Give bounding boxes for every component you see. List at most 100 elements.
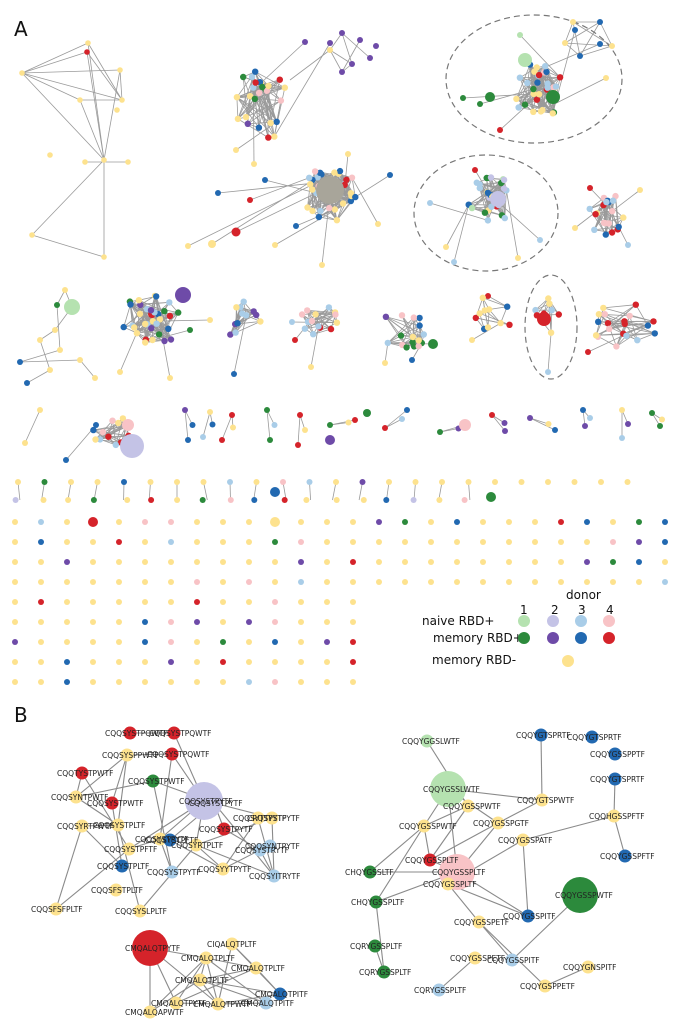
- singleton-node: [64, 619, 70, 625]
- singleton-node: [64, 599, 70, 605]
- singleton-node: [480, 539, 486, 545]
- sequence-node: [133, 904, 147, 918]
- singleton-node: [142, 579, 148, 585]
- edge: [217, 1002, 267, 1005]
- node: [90, 426, 97, 434]
- edge: [413, 317, 420, 341]
- edge: [429, 202, 489, 221]
- singleton-node: [220, 579, 226, 585]
- edge: [598, 321, 638, 341]
- edge: [75, 754, 128, 798]
- node: [504, 303, 511, 310]
- sequence-label: CQQYGSSPWTF: [399, 822, 457, 831]
- singleton-node: [298, 659, 304, 665]
- singleton-node: [90, 639, 96, 645]
- edge: [255, 71, 285, 89]
- singleton-node: [194, 579, 200, 585]
- singleton-node: [116, 679, 122, 685]
- singleton-node: [610, 539, 616, 545]
- node: [544, 84, 551, 91]
- edge: [237, 118, 269, 138]
- node: [477, 101, 483, 107]
- node: [312, 311, 319, 318]
- singleton-node: [558, 539, 564, 545]
- singleton-node: [270, 517, 280, 527]
- edge: [21, 69, 121, 74]
- node: [292, 337, 298, 343]
- singleton-node: [38, 639, 44, 645]
- edge: [479, 187, 489, 211]
- singleton-node: [324, 639, 330, 645]
- singleton-node: [272, 579, 278, 585]
- sequence-label: CQQYGSSPITF: [503, 912, 556, 921]
- edge: [117, 824, 141, 912]
- node: [124, 497, 131, 503]
- edge: [184, 409, 189, 441]
- sequence-node: [69, 790, 83, 804]
- node: [267, 437, 273, 443]
- node: [251, 497, 258, 503]
- edge: [205, 957, 219, 1005]
- sequence-label: CQQYGGSLWTF: [402, 737, 460, 746]
- sequence-label: CQQSYNTRYTF: [245, 842, 300, 851]
- singleton-node: [610, 559, 616, 565]
- node: [545, 479, 551, 485]
- node: [232, 329, 239, 336]
- legend: donor 1 2 3 4 naive RBD+ memory RBD+ mem…: [422, 588, 615, 667]
- node: [577, 53, 583, 59]
- node: [207, 409, 213, 415]
- edge: [205, 957, 267, 1004]
- edge: [223, 828, 261, 851]
- sequence-node: [75, 819, 89, 833]
- singleton-node: [38, 539, 44, 545]
- node: [47, 152, 53, 158]
- singleton-node: [272, 539, 278, 545]
- sequence-label: CQQYGSSPITF: [487, 956, 540, 965]
- node: [580, 407, 586, 413]
- node: [416, 322, 423, 329]
- node: [227, 331, 234, 338]
- singleton-node: [12, 599, 18, 605]
- node: [302, 39, 308, 45]
- node: [397, 332, 405, 339]
- node: [307, 181, 314, 188]
- node: [591, 226, 598, 233]
- sequence-node: [505, 953, 519, 967]
- edge: [111, 754, 128, 804]
- node: [382, 360, 388, 366]
- singleton-node: [584, 559, 590, 565]
- node: [572, 225, 578, 231]
- edge: [564, 42, 613, 47]
- edge: [624, 320, 648, 326]
- node: [333, 497, 340, 503]
- sequence-label: CQQSYSTPLTF: [97, 862, 149, 871]
- singleton-node: [116, 519, 122, 525]
- edge: [229, 481, 231, 501]
- sequence-label: CHQYGSSPLTF: [351, 898, 404, 907]
- node: [595, 311, 603, 318]
- node: [339, 69, 345, 75]
- node: [331, 169, 338, 176]
- edge: [21, 72, 105, 161]
- singleton-node: [64, 559, 70, 565]
- legend-swatch-naive: [547, 615, 559, 627]
- node: [600, 304, 607, 312]
- sequence-node: [420, 734, 434, 748]
- singleton-node: [298, 679, 304, 685]
- node: [167, 336, 175, 343]
- node: [255, 89, 263, 97]
- singleton-node: [142, 599, 148, 605]
- singleton-node: [584, 579, 590, 585]
- node: [301, 325, 309, 332]
- node: [347, 190, 355, 197]
- edge: [445, 204, 470, 248]
- node: [410, 497, 417, 503]
- sequence-label: CQRYGSSPLTF: [359, 968, 411, 977]
- node: [315, 323, 322, 330]
- node: [451, 259, 457, 265]
- node: [262, 177, 268, 183]
- node: [650, 318, 657, 325]
- singleton-node: [558, 559, 564, 565]
- legend-donor-2: 2: [551, 603, 559, 617]
- node: [500, 185, 508, 192]
